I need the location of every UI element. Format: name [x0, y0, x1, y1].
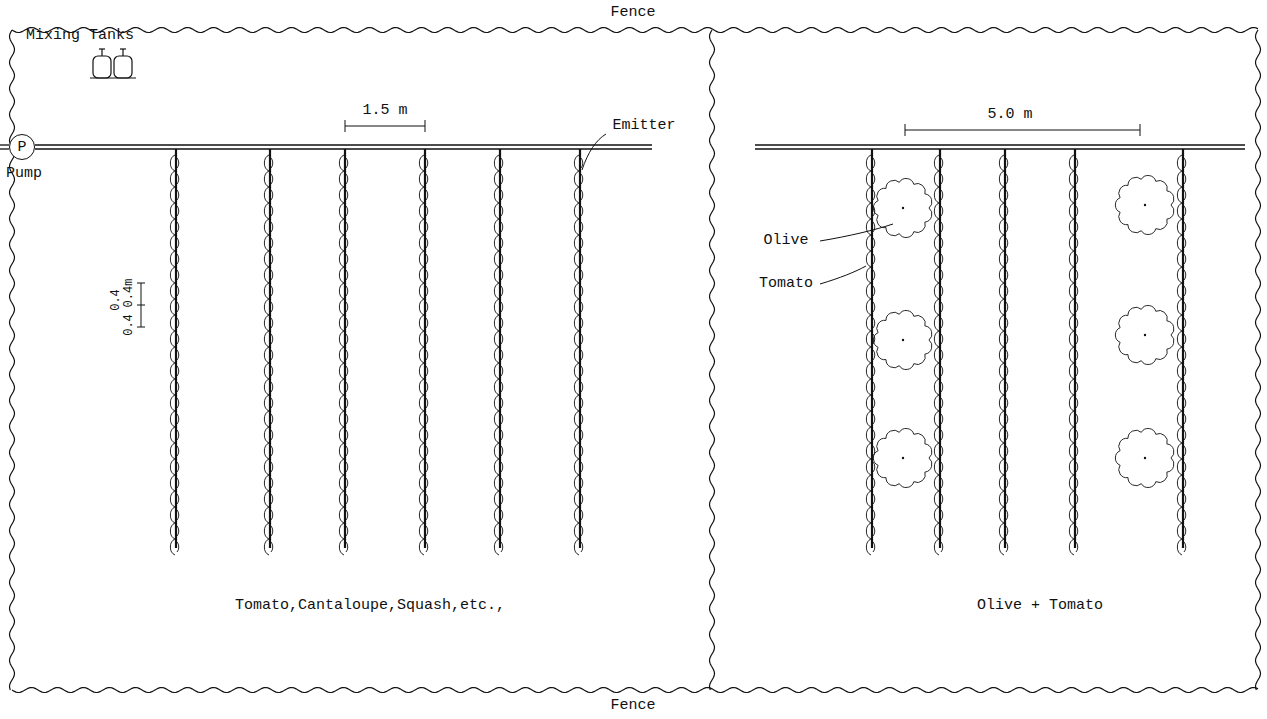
drip-lateral [269, 149, 271, 548]
leader-line [820, 224, 893, 241]
drip-lateral [1182, 149, 1184, 548]
mixing-tanks [90, 49, 136, 78]
laterals [170, 149, 1185, 555]
dimension-label: 0.4 [123, 314, 136, 336]
drip-lateral [175, 149, 177, 548]
drip-lateral [579, 149, 581, 548]
dimension-tick [137, 305, 145, 306]
dimensions [137, 120, 1140, 327]
dimension-tick [905, 124, 906, 136]
olive-tree [873, 179, 932, 238]
fence-line [12, 688, 1258, 693]
tank-label: Mixing Tanks [26, 28, 134, 45]
tomato-plants [494, 155, 502, 555]
tank-valve [120, 48, 126, 49]
tomato-plants [170, 155, 178, 555]
pipe [0, 148, 9, 149]
pipe [755, 148, 1245, 149]
dimension-tick [1140, 124, 1141, 136]
tomato-plants [419, 155, 427, 555]
leader-line [582, 134, 606, 170]
tomato-plants [934, 155, 942, 555]
olive-tree [1115, 429, 1174, 488]
tank-base [90, 77, 136, 78]
olive-tree [1115, 176, 1174, 235]
dimension-tick [345, 120, 346, 132]
tomato-plants [264, 155, 272, 555]
fence-line [1256, 30, 1261, 690]
drip-lateral [1004, 149, 1006, 548]
fence-line [12, 28, 1258, 33]
drip-lateral [871, 149, 873, 548]
olive-trunk [902, 207, 904, 209]
fence [10, 28, 1261, 693]
dimension-label: 0.4m [123, 279, 136, 308]
olive-trunk [902, 457, 904, 459]
pipe [0, 144, 9, 145]
olive-trees [873, 176, 1174, 488]
tank-valve [99, 48, 105, 49]
tomato-label: Tomato [759, 276, 813, 293]
fence-line [10, 30, 15, 690]
dimension-label: 0.4 [110, 289, 123, 311]
drip-lateral [344, 149, 346, 548]
fence-label: Fence [610, 698, 655, 715]
pipe [755, 144, 1245, 145]
node-label: P [17, 140, 26, 155]
olive-tree [1115, 306, 1174, 365]
pump-label: Pump [6, 166, 42, 183]
olive-trunk [1144, 204, 1146, 206]
dimension-tick [137, 327, 145, 328]
dimension-line [345, 126, 425, 127]
olive-tree [873, 429, 932, 488]
dimension-label: 5.0 m [987, 107, 1032, 124]
pump-symbol: P [9, 134, 35, 160]
pipe [35, 148, 652, 149]
dimension-tick [425, 120, 426, 132]
drip-lateral [499, 149, 501, 548]
tank-valve [122, 49, 123, 56]
dimension-line [905, 130, 1140, 131]
crop-caption: Olive + Tomato [977, 598, 1103, 615]
drip-lateral [939, 149, 941, 548]
olive-tree [873, 311, 932, 370]
tank [114, 56, 132, 78]
tomato-plants [1177, 155, 1185, 555]
leader-line [820, 266, 866, 284]
tomato-plants [999, 155, 1007, 555]
tomato-plants [1069, 155, 1077, 555]
tank-valve [101, 49, 102, 56]
fence-label: Fence [610, 5, 655, 22]
crop-caption: Tomato,Cantaloupe,Squash,etc., [235, 598, 505, 615]
dimension-label: 1.5 m [362, 103, 407, 120]
emitter-label: Emitter [612, 118, 675, 135]
olive-trunk [1144, 457, 1146, 459]
leader-lines [582, 134, 893, 284]
tomato-plants [574, 155, 582, 555]
olive-trunk [1144, 334, 1146, 336]
fence-line [710, 30, 715, 690]
drip-lateral [1074, 149, 1076, 548]
pipe [35, 144, 652, 145]
olive-label: Olive [763, 233, 808, 250]
drip-lateral [424, 149, 426, 548]
olive-trunk [902, 339, 904, 341]
tank [93, 56, 111, 78]
main-line [0, 145, 1245, 149]
tomato-plants [866, 155, 874, 555]
dimension-tick [137, 283, 145, 284]
tomato-plants [339, 155, 347, 555]
